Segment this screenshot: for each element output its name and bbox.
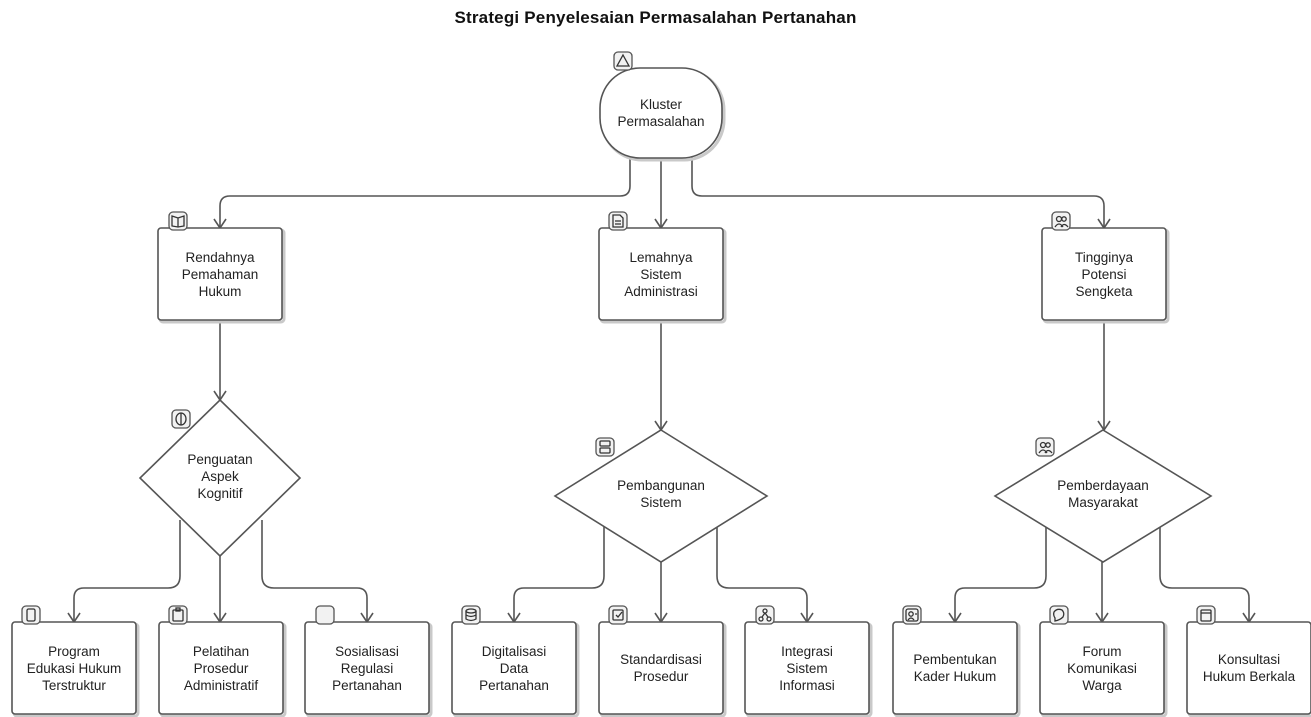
process-box <box>598 621 724 715</box>
node-l9 <box>1186 621 1311 717</box>
brain-icon <box>171 409 191 429</box>
node-l7 <box>892 621 1021 717</box>
process-box <box>304 621 430 715</box>
node-c1 <box>157 227 286 324</box>
node-label-d1: Penguatan Aspek Kognitif <box>187 451 253 501</box>
book-icon <box>168 211 188 231</box>
decision-diamond <box>993 429 1213 563</box>
decision-diamond <box>553 429 769 563</box>
connector-d3-l9 <box>1159 524 1250 622</box>
process-box <box>598 227 724 321</box>
process-box <box>892 621 1018 715</box>
node-l3 <box>304 621 433 717</box>
connector-d1-l1 <box>73 520 181 622</box>
node-l8 <box>1039 621 1168 717</box>
node-l5 <box>598 621 727 717</box>
node-label-l7: Pembentukan Kader Hukum <box>913 652 997 684</box>
node-label-root: Kluster Permasalahan <box>617 97 705 129</box>
process-box <box>157 227 283 321</box>
node-c2 <box>598 227 727 324</box>
user-badge-icon <box>902 605 922 625</box>
tablet-icon <box>21 605 41 625</box>
node-label-l6: Integrasi Sistem Informasi <box>779 643 835 693</box>
database-icon <box>461 605 481 625</box>
node-label-c1: Rendahnya Pemahaman Hukum <box>181 249 259 299</box>
process-box <box>744 621 870 715</box>
node-label-c3: Tingginya Potensi Sengketa <box>1074 249 1134 299</box>
terminator-shape <box>599 67 723 159</box>
node-l4 <box>451 621 580 717</box>
node-d1 <box>138 398 302 558</box>
connector-d1-l3 <box>261 520 368 622</box>
node-d3 <box>993 429 1213 563</box>
document-icon <box>608 211 628 231</box>
connector-d2-l6 <box>716 524 808 622</box>
users-icon <box>1051 211 1071 231</box>
node-l1 <box>11 621 140 717</box>
checklist-icon <box>608 605 628 625</box>
chat-icon <box>1049 605 1069 625</box>
process-box <box>1186 621 1311 715</box>
node-d2 <box>553 429 769 563</box>
network-icon <box>755 605 775 625</box>
node-label-l1: Program Edukasi Hukum Terstruktur <box>26 643 122 693</box>
warning-icon <box>613 51 633 71</box>
node-c3 <box>1041 227 1170 324</box>
node-label-l5: Standardisasi Prosedur <box>620 652 702 684</box>
process-box <box>11 621 137 715</box>
decision-diamond <box>138 398 302 558</box>
node-label-d3: Pemberdayaan Masyarakat <box>1057 478 1149 510</box>
node-label-d2: Pembangunan Sistem <box>617 478 705 510</box>
community-icon <box>1035 437 1055 457</box>
connector-d3-l7 <box>954 524 1047 622</box>
node-label-l8: Forum Komunikasi Warga <box>1067 643 1137 693</box>
node-l2 <box>158 621 287 717</box>
connector-d2-l4 <box>513 524 605 622</box>
process-box <box>1041 227 1167 321</box>
connector-root-c3 <box>691 150 1105 228</box>
process-box <box>451 621 577 715</box>
node-label-l4: Digitalisasi Data Pertanahan <box>479 643 549 693</box>
blank-icon <box>315 605 335 625</box>
process-box <box>1039 621 1165 715</box>
node-label-l3: Sosialisasi Regulasi Pertanahan <box>332 643 402 693</box>
diagram-title: Strategi Penyelesaian Permasalahan Perta… <box>454 8 857 27</box>
node-label-c2: Lemahnya Sistem Administrasi <box>624 249 698 299</box>
calendar-icon <box>1196 605 1216 625</box>
node-root <box>599 67 726 162</box>
node-label-l2: Pelatihan Prosedur Administratif <box>183 643 259 693</box>
node-label-l9: Konsultasi Hukum Berkala <box>1202 652 1296 684</box>
server-icon <box>595 437 615 457</box>
connector-root-c1 <box>219 150 631 228</box>
process-box <box>158 621 284 715</box>
node-l6 <box>744 621 873 717</box>
clipboard-icon <box>168 605 188 625</box>
